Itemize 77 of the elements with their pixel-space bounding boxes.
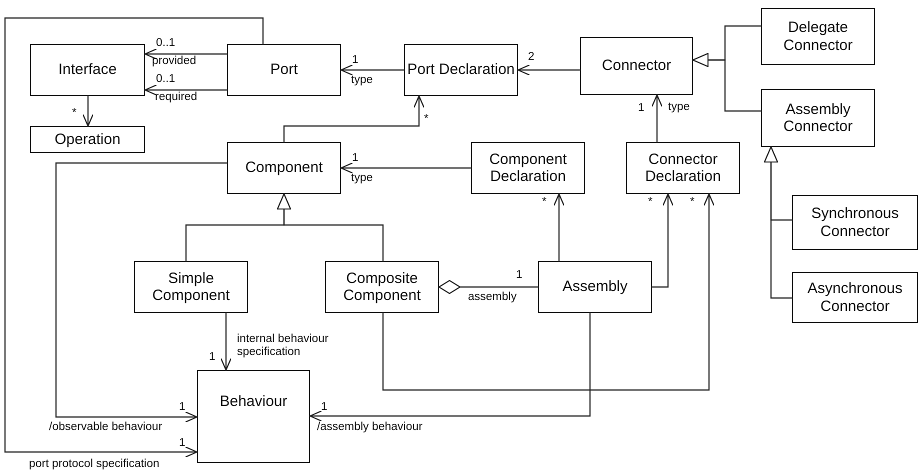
association-arrow <box>651 94 663 142</box>
role-label: type <box>668 101 690 114</box>
class-name: Connector Declaration <box>644 150 722 186</box>
multiplicity-label: 2 <box>528 51 534 64</box>
association-arrow <box>517 64 580 76</box>
association-arrow <box>144 48 227 60</box>
association-arrow <box>55 162 227 423</box>
role-label: type <box>351 74 373 88</box>
class-name: Assembly <box>562 278 628 296</box>
class-name: Component Declaration <box>488 150 568 186</box>
class-box <box>580 37 693 95</box>
class-box <box>197 370 310 463</box>
class-box <box>471 142 585 194</box>
class-name: Simple Component <box>151 270 231 304</box>
class-box <box>325 261 439 313</box>
aggregation-line <box>438 280 538 294</box>
association-arrow <box>340 64 404 76</box>
class-box <box>30 44 145 96</box>
class-box <box>761 89 875 147</box>
class-box <box>792 272 918 323</box>
role-label: provided <box>152 55 196 68</box>
class-box <box>227 44 341 96</box>
role-label: port protocol specification <box>29 458 160 472</box>
class-box <box>626 142 740 194</box>
class-name: Port Declaration <box>407 61 515 79</box>
association-arrow <box>309 313 591 422</box>
multiplicity-label: 1 <box>179 437 186 450</box>
role-label: /observable behaviour <box>49 421 162 434</box>
class-name: Connector <box>602 57 672 75</box>
association-arrow <box>4 17 264 458</box>
class-box <box>538 261 652 313</box>
association-arrow <box>220 313 232 371</box>
class-name: Behaviour <box>220 393 288 410</box>
multiplicity-label: * <box>424 113 428 126</box>
multiplicity-label: 1 <box>638 102 644 116</box>
multiplicity-label: 0..1 <box>156 37 176 50</box>
class-name: Composite Component <box>342 270 422 304</box>
class-box <box>30 126 145 153</box>
multiplicity-label: * <box>542 196 546 210</box>
association-arrow <box>340 162 471 174</box>
class-box <box>134 261 248 313</box>
class-box <box>761 8 875 65</box>
multiplicity-label: 1 <box>352 152 358 166</box>
generalization-arrow <box>276 193 384 261</box>
class-name: Synchronous Connector <box>810 205 900 240</box>
class-box <box>227 142 341 194</box>
class-name: Component <box>245 159 323 177</box>
class-name: Assembly Connector <box>782 100 854 136</box>
role-label: assembly <box>468 291 517 304</box>
multiplicity-label: * <box>690 196 694 210</box>
role-label: internal behaviour specification <box>237 333 330 360</box>
class-name: Port <box>270 61 298 79</box>
multiplicity-label: 1 <box>352 54 358 68</box>
role-label: /assembly behaviour <box>317 421 422 434</box>
multiplicity-label: 1 <box>516 269 522 282</box>
association-arrow <box>382 193 715 391</box>
generalization-arrow <box>692 52 761 112</box>
class-box <box>404 44 518 96</box>
class-name: Delegate Connector <box>782 19 854 54</box>
multiplicity-label: 1 <box>179 401 186 414</box>
association-arrow <box>652 193 674 288</box>
class-name: Asynchronous Connector <box>806 280 904 315</box>
association-arrow <box>144 84 227 96</box>
multiplicity-label: 1 <box>209 351 216 364</box>
role-label: required <box>155 91 198 104</box>
association-arrow <box>82 96 94 127</box>
multiplicity-label: 1 <box>321 401 328 414</box>
generalization-arrow <box>764 146 792 299</box>
multiplicity-label: * <box>72 107 76 120</box>
association-arrow <box>553 193 565 261</box>
multiplicity-label: 0..1 <box>156 73 176 86</box>
class-name: Interface <box>58 61 117 79</box>
association-arrow <box>283 95 425 142</box>
multiplicity-label: * <box>648 196 652 210</box>
role-label: type <box>351 172 373 186</box>
class-box <box>792 195 918 250</box>
class-name: Operation <box>54 130 120 148</box>
